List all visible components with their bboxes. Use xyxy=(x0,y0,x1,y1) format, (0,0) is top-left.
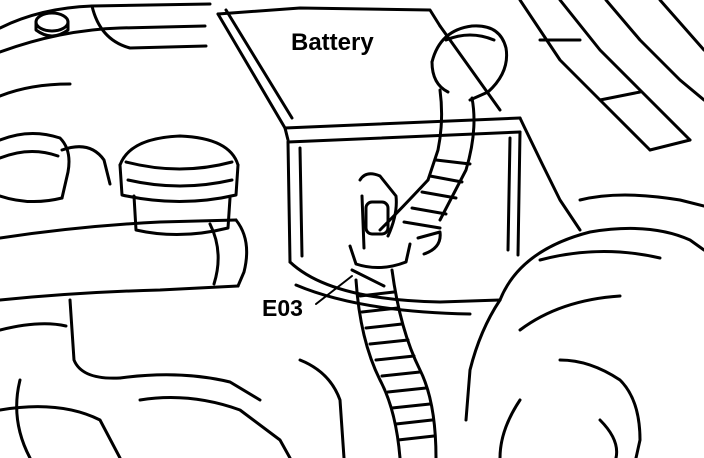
firewall-contours xyxy=(0,2,212,98)
e03-leader-line xyxy=(315,275,353,305)
top-left-filler-cap xyxy=(34,11,70,38)
e03-connector xyxy=(348,172,442,288)
upper-right-structure xyxy=(518,0,704,232)
battery-label: Battery xyxy=(291,29,374,56)
wiring-harness xyxy=(354,268,438,458)
reservoir-cap xyxy=(118,134,240,236)
radiator-hose xyxy=(0,218,249,302)
right-air-duct xyxy=(464,226,704,458)
e03-connector-label: E03 xyxy=(262,295,303,321)
lower-engine-contours xyxy=(0,298,346,458)
terminal-boot-and-cable xyxy=(378,24,509,232)
left-reservoir xyxy=(0,132,112,203)
